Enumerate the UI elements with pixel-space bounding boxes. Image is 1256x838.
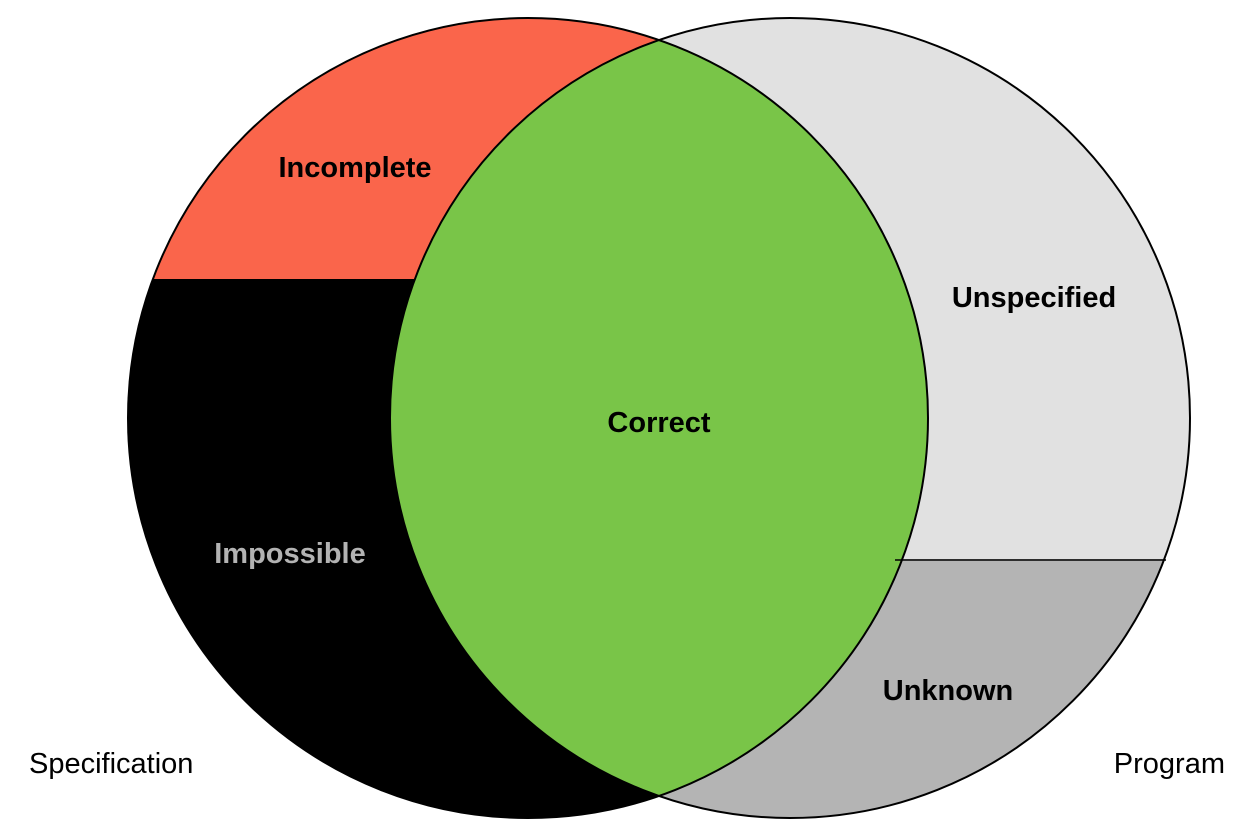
label-unknown: Unknown (883, 675, 1014, 707)
label-unspecified: Unspecified (952, 282, 1116, 314)
set-label-program: Program (1114, 748, 1225, 780)
label-incomplete: Incomplete (278, 152, 431, 184)
set-label-specification: Specification (29, 748, 193, 780)
label-correct: Correct (607, 407, 710, 439)
region-correct (390, 18, 928, 818)
specification-circle-outline (127, 17, 929, 819)
label-impossible: Impossible (214, 538, 366, 570)
program-circle-outline (389, 17, 1191, 819)
